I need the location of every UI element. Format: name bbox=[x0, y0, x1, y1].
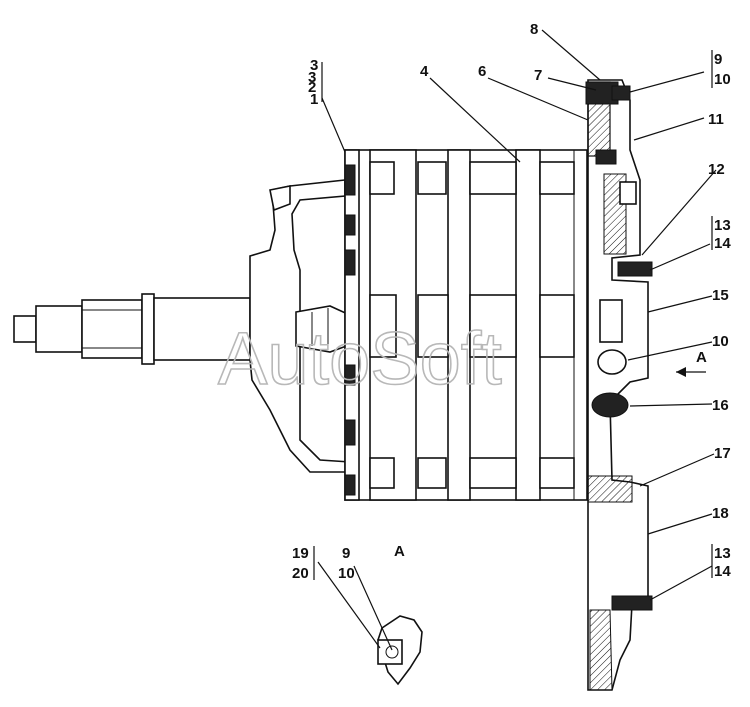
callout-9-view: 9 bbox=[342, 545, 350, 562]
callout-10-view: 10 bbox=[338, 565, 355, 582]
clutch-hub-housing bbox=[249, 179, 360, 473]
callout-6: 6 bbox=[478, 63, 486, 80]
view-a-detail bbox=[377, 615, 423, 686]
callout-2: 2 bbox=[308, 79, 316, 96]
view-a-label: A bbox=[394, 543, 405, 560]
callout-7: 7 bbox=[534, 67, 542, 84]
flywheel-cover bbox=[585, 79, 653, 691]
friction-disc-blocks bbox=[369, 161, 575, 489]
callout-8: 8 bbox=[530, 21, 538, 38]
callout-10-top: 10 bbox=[714, 71, 731, 88]
callout-18: 18 bbox=[712, 505, 729, 522]
callout-leaders bbox=[313, 29, 717, 651]
callout-14-top: 14 bbox=[714, 235, 731, 252]
callout-15: 15 bbox=[712, 287, 729, 304]
callout-9-top: 9 bbox=[714, 51, 722, 68]
clutch-drum bbox=[344, 149, 588, 501]
callout-13-top: 13 bbox=[714, 217, 731, 234]
callout-3: 3 bbox=[308, 69, 316, 86]
callout-labels: 3 3 2 1 4 6 7 8 9 10 11 12 13 14 15 10 1… bbox=[292, 21, 731, 582]
callout-12: 12 bbox=[708, 161, 725, 178]
callout-4: 4 bbox=[420, 63, 429, 80]
input-shaft bbox=[13, 293, 251, 365]
watermark-text: AutoSoft bbox=[218, 317, 502, 400]
arrow-a-label: A bbox=[696, 349, 707, 366]
callout-14-bottom: 14 bbox=[714, 563, 731, 580]
callout-19: 19 bbox=[292, 545, 309, 562]
callout-10-mid: 10 bbox=[712, 333, 729, 350]
callout-11: 11 bbox=[708, 111, 724, 128]
callout-3-top: 3 bbox=[310, 57, 318, 74]
callout-16: 16 bbox=[712, 397, 729, 414]
callout-13-bottom: 13 bbox=[714, 545, 731, 562]
callout-17: 17 bbox=[714, 445, 731, 462]
callout-20: 20 bbox=[292, 565, 309, 582]
callout-1: 1 bbox=[310, 91, 318, 108]
